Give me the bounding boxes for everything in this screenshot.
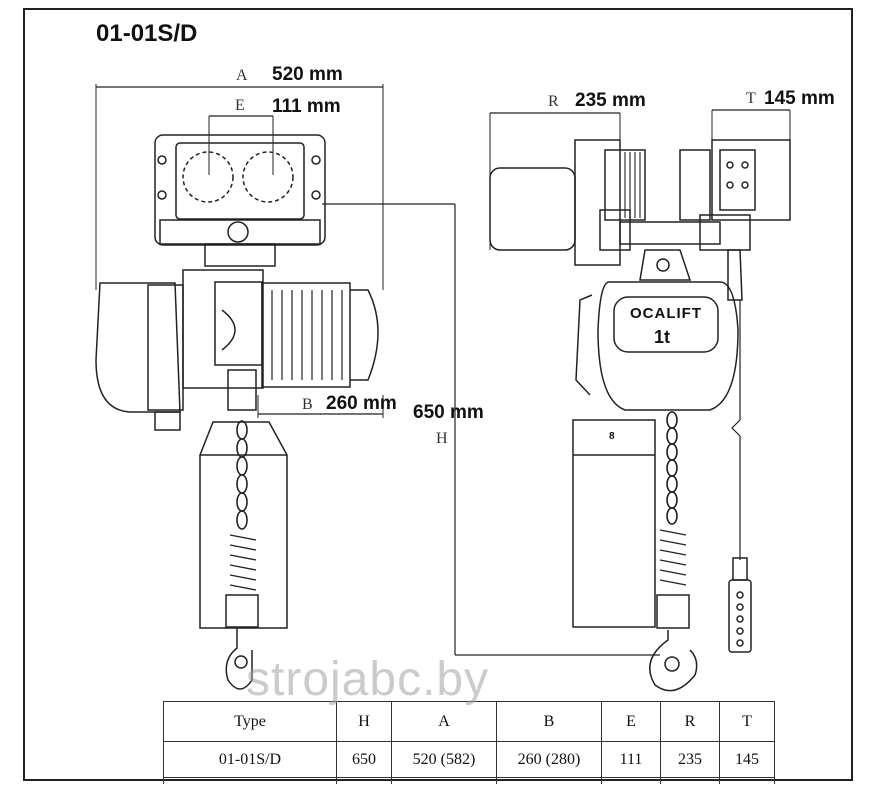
nameplate-brand: OCALIFT [630,305,702,322]
chain-bag [572,419,656,628]
hook-left [225,628,253,690]
col-a: A [391,701,497,742]
trolley-motor [489,167,576,251]
hook-right [649,630,698,692]
dim-letter-b: B [302,396,313,413]
dim-letter-a: A [236,67,248,84]
dim-letter-e: E [235,97,245,114]
cell-b: 260 (280) [496,741,602,778]
wheel-left [182,151,234,203]
col-t: T [719,701,775,742]
watermark: strojabc.by [246,653,490,706]
dim-value-e: 111 mm [272,96,341,117]
col-r: R [660,701,720,742]
dim-value-h: 650 mm [413,402,484,423]
col-h: H [336,701,392,742]
dim-letter-h: H [436,430,448,447]
dim-value-r: 235 mm [575,90,646,111]
beam [619,221,721,245]
wheel-right [242,151,294,203]
dim-value-a: 520 mm [272,64,343,85]
chain-bag-mark: 8 [609,431,615,442]
cell-h: 650 [336,741,392,778]
nameplate [613,296,719,353]
spec-table: Type H A B E R T 01-01S/D 650 520 (582) … [163,701,775,784]
col-type: Type [163,701,337,742]
table-row: 01-01S/D 650 520 (582) 260 (280) 111 235… [163,741,775,778]
motor [261,282,351,388]
trolley-housing [154,134,326,246]
spec-table-header: Type H A B E R T [163,701,775,742]
col-e: E [601,701,661,742]
nameplate-capacity: 1t [654,327,671,347]
dim-letter-r: R [548,93,559,110]
cell-type: 01-01S/D [163,741,337,778]
cell-r: 235 [660,741,720,778]
chain-container [199,421,288,629]
dim-letter-t: T [746,90,756,107]
cell-e: 111 [601,741,661,778]
dim-value-b: 260 mm [326,393,397,414]
cell-a: 520 (582) [391,741,497,778]
col-b: B [496,701,602,742]
pendant-control [728,579,752,653]
dim-value-t: 145 mm [764,88,835,109]
gearbox [95,282,181,413]
page-title: 01-01S/D [96,20,198,47]
trolley-side-plate [711,139,791,221]
cell-t: 145 [719,741,775,778]
table-row-empty [163,777,775,784]
hoist-body [597,281,739,411]
